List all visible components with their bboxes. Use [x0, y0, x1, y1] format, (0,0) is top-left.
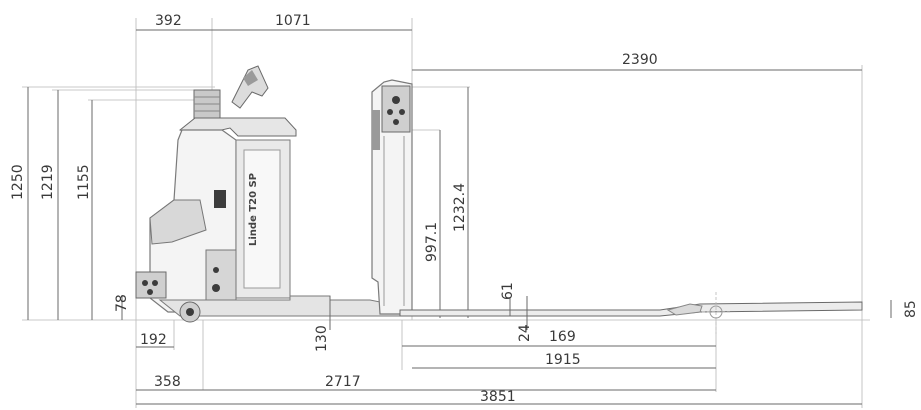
truck-brand-label: Linde T20 SP — [248, 173, 259, 246]
mast-height-dimensions: 997.1 1232.4 — [424, 87, 469, 318]
dim-height-997: 997.1 — [424, 222, 440, 262]
dim-height-1232: 1232.4 — [452, 183, 468, 232]
dim-358: 358 — [154, 374, 181, 390]
dim-overall-length: 3851 — [480, 389, 516, 405]
truck-illustration: Linde T20 SP — [135, 65, 863, 334]
dim-top-head: 392 — [155, 13, 182, 29]
dim-top-chassis: 1071 — [275, 13, 311, 29]
dim-height-1250: 1250 — [10, 164, 26, 200]
dim-lift-61: 61 — [500, 282, 516, 300]
bottom-dimensions: 192 169 1915 358 2717 3851 — [136, 329, 862, 405]
dim-height-1155: 1155 — [76, 164, 92, 200]
dim-fork-height: 78 — [114, 294, 130, 312]
dim-1915: 1915 — [545, 352, 581, 368]
extension-lines — [22, 18, 870, 408]
dim-top-forks: 2390 — [622, 52, 658, 68]
dim-ground-130: 130 — [314, 325, 330, 352]
left-height-dimensions: 1250 1219 1155 78 — [10, 87, 130, 320]
dim-169: 169 — [549, 329, 576, 345]
fork-small-dimensions: 61 24 85 130 — [314, 282, 919, 352]
dim-2717: 2717 — [325, 374, 361, 390]
dim-height-1219: 1219 — [40, 164, 56, 200]
dim-fork-thickness: 85 — [903, 300, 919, 318]
top-dimensions: 392 1071 2390 — [136, 13, 862, 71]
dim-wheel-offset: 192 — [140, 332, 167, 348]
dim-lift-24: 24 — [517, 324, 533, 342]
